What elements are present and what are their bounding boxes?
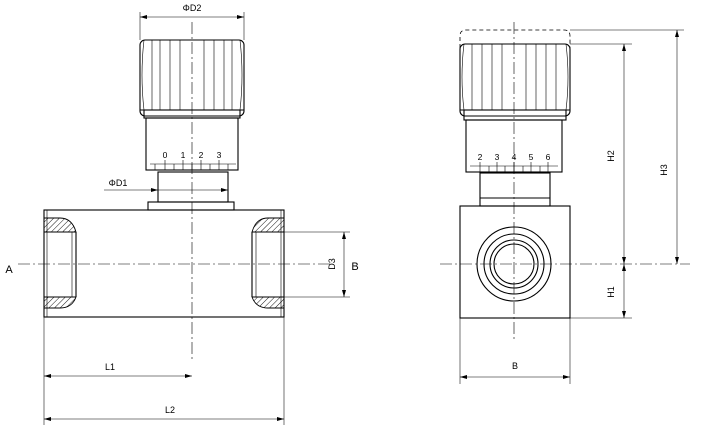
front-scale-label-3: 3 bbox=[217, 150, 222, 160]
side-scale-label-5: 5 bbox=[529, 152, 534, 162]
side-scale-label-6: 6 bbox=[546, 152, 551, 162]
port-a-thread bbox=[43, 217, 77, 309]
side-stem bbox=[479, 172, 551, 207]
side-view: 2 3 4 5 6 bbox=[440, 22, 690, 384]
label-width-b: B bbox=[512, 361, 518, 371]
side-knob bbox=[459, 43, 571, 121]
label-d1: ΦD1 bbox=[109, 178, 128, 188]
side-scale-label-3: 3 bbox=[495, 152, 500, 162]
port-b-thread bbox=[251, 217, 285, 309]
dim-d3 bbox=[276, 231, 350, 298]
dim-d2 bbox=[139, 12, 245, 40]
front-scale-label-0: 0 bbox=[163, 150, 168, 160]
dim-h1 bbox=[570, 264, 632, 319]
label-port-a: A bbox=[5, 264, 13, 276]
label-h3: H3 bbox=[659, 164, 669, 176]
dim-l2 bbox=[44, 317, 285, 425]
label-d2: ΦD2 bbox=[183, 3, 202, 13]
label-l2: L2 bbox=[165, 405, 175, 415]
label-d3: D3 bbox=[327, 258, 337, 270]
dim-d1 bbox=[104, 188, 228, 192]
front-scale-label-2: 2 bbox=[199, 150, 204, 160]
front-body bbox=[43, 209, 285, 318]
label-l1: L1 bbox=[105, 362, 115, 372]
front-base-flange bbox=[147, 201, 235, 211]
side-knob-raised-outline bbox=[459, 29, 571, 48]
label-h1: H1 bbox=[606, 286, 616, 298]
dim-l1 bbox=[43, 317, 192, 425]
front-scale-label-1: 1 bbox=[181, 150, 186, 160]
label-port-b: B bbox=[351, 261, 358, 273]
front-stem bbox=[157, 171, 229, 203]
dim-width-b bbox=[459, 318, 571, 384]
side-scale-label-2: 2 bbox=[478, 152, 483, 162]
label-h2: H2 bbox=[606, 150, 616, 162]
dim-h3 bbox=[570, 29, 684, 264]
front-view: 0 1 2 3 ΦD2 bbox=[5, 3, 359, 425]
dim-h2 bbox=[570, 43, 632, 264]
front-scale-ticks bbox=[150, 160, 236, 170]
